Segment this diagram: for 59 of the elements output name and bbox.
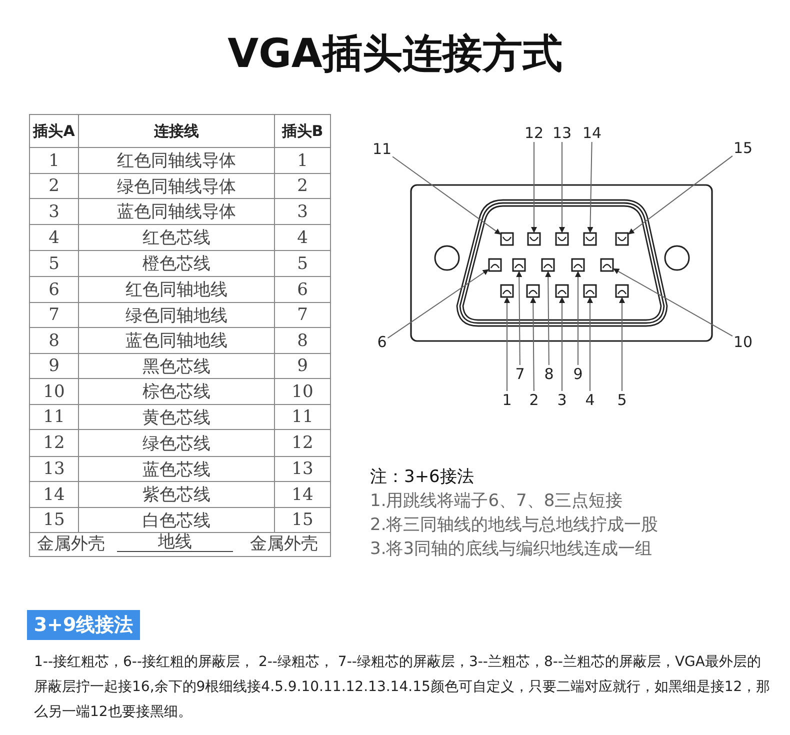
table-cell: 15 xyxy=(274,507,331,533)
pin-socket xyxy=(571,258,585,272)
leader-line xyxy=(545,271,552,366)
pin-number: 13 xyxy=(552,125,572,141)
note-text: 1.用跳线将端子6、7、8三点短接 xyxy=(370,490,623,512)
leader-line xyxy=(531,142,537,233)
ground-wire-line: 地线 xyxy=(117,533,233,552)
pin-number: 7 xyxy=(515,366,525,382)
leader-line xyxy=(559,142,565,233)
pin-number: 9 xyxy=(573,366,583,382)
table-text: 金属外壳 xyxy=(36,533,106,555)
pin-number: 14 xyxy=(582,125,602,141)
note-text: 3.将3同轴的底线与编织地线连成一组 xyxy=(370,538,652,560)
leader-line xyxy=(575,271,581,366)
pin-socket xyxy=(512,258,526,272)
pin-number: 1 xyxy=(502,392,512,408)
leader-line xyxy=(392,156,501,235)
pin-socket xyxy=(555,232,569,246)
description-paragraph: 1--接红粗芯，6--接红粗的屏蔽层， 2--绿粗芯， 7--绿粗芯的屏蔽层，3--兰粗芯，8--兰粗芯的屏蔽层，VGA最外层的屏蔽层拧一起接16,余下的9根细线接4.5.9.10.11.12.13.14.15颜色可自定义，只要二端对应就行，如黑细是接12，那么另一端12也要接黑细。 xyxy=(34,653,772,722)
pin-number: 2 xyxy=(529,392,539,408)
pin-socket xyxy=(526,284,540,298)
pin-number: 11 xyxy=(372,141,392,157)
leader-line xyxy=(587,297,593,392)
note-text: 2.将三同轴线的地线与总地线拧成一股 xyxy=(370,514,658,536)
leader-line xyxy=(516,271,522,366)
leader-line xyxy=(387,269,489,339)
pin-number: 6 xyxy=(377,334,387,350)
leader-line xyxy=(619,297,625,392)
pin-socket xyxy=(615,232,629,246)
pin-socket xyxy=(488,258,502,272)
leader-line xyxy=(628,155,733,234)
pin-number: 8 xyxy=(544,366,554,382)
pin-number: 4 xyxy=(585,392,595,408)
pin-socket xyxy=(600,258,614,272)
leader-line xyxy=(587,142,594,233)
section-heading-badge: 3+9线接法 xyxy=(27,610,140,640)
pin-socket xyxy=(583,232,597,246)
page-title: VGA插头连接方式 xyxy=(226,30,564,79)
table-text: 金属外壳 xyxy=(249,533,319,555)
leader-line xyxy=(613,268,733,337)
pin-socket xyxy=(500,232,514,246)
pin-number: 10 xyxy=(733,334,753,350)
pin-number: 15 xyxy=(733,140,753,156)
pin-socket xyxy=(541,258,555,272)
table-cell: 15 xyxy=(29,507,79,533)
pin-socket xyxy=(583,284,597,298)
header-cell: 插头A xyxy=(29,114,79,148)
note-heading: 注：3+6接法 xyxy=(370,466,474,488)
leader-line xyxy=(530,297,536,392)
pin-socket xyxy=(500,284,514,298)
pin-number: 12 xyxy=(524,125,544,141)
leader-line xyxy=(504,297,510,392)
pin-socket xyxy=(555,284,569,298)
header-cell: 插头B xyxy=(274,114,331,148)
pin-socket xyxy=(615,284,629,298)
pin-number: 3 xyxy=(557,392,567,408)
pin-number: 5 xyxy=(617,392,627,408)
pin-socket xyxy=(527,232,541,246)
leader-line xyxy=(559,297,565,392)
